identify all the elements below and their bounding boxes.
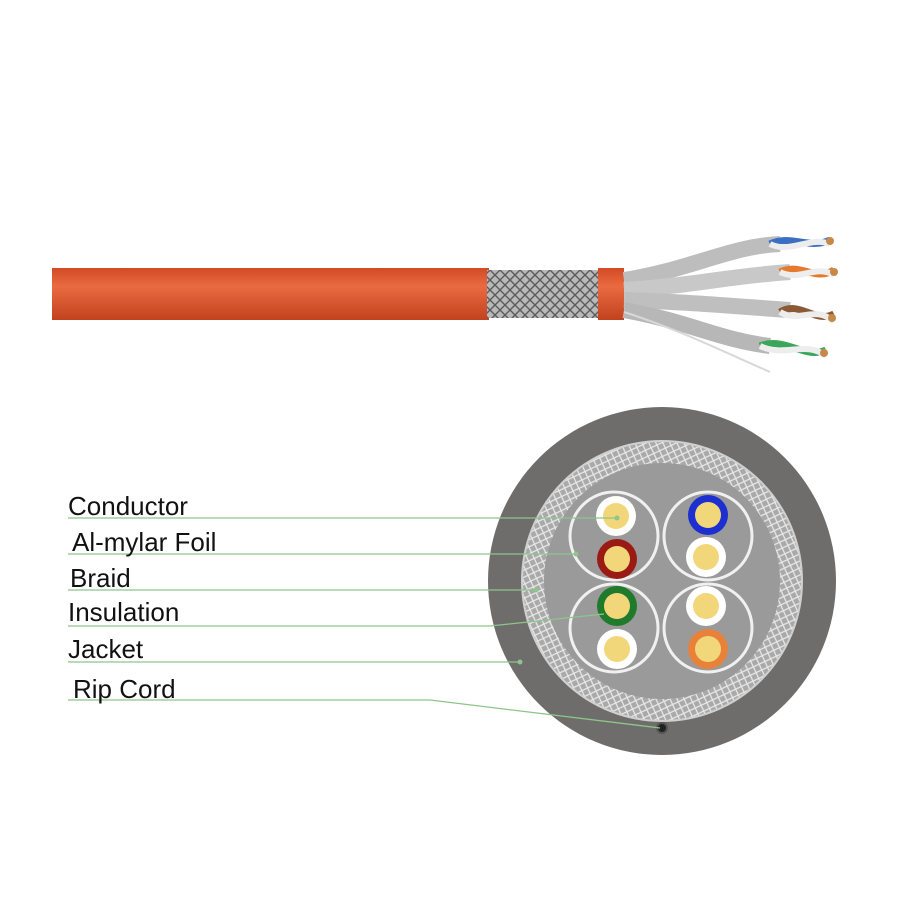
- leader-insulation: [68, 613, 605, 627]
- conductor-4: [693, 544, 719, 570]
- foil-pair-1: [568, 490, 660, 582]
- pair-orange: [778, 265, 838, 279]
- rip-cord-side: [623, 311, 771, 373]
- foil-pair-3: [568, 582, 660, 674]
- label-braid: Braid: [70, 563, 131, 593]
- pair-brown: [778, 305, 837, 325]
- foil-pair-2: [662, 490, 754, 582]
- foil-pairs: [622, 236, 791, 354]
- label-jacket: Jacket: [68, 634, 144, 664]
- core-section: [544, 463, 780, 699]
- conductor-5: [604, 593, 630, 619]
- conductor-7: [693, 593, 719, 619]
- conductor-2: [604, 546, 630, 572]
- braid-shield: [487, 270, 599, 318]
- leader-endpoints: [517, 515, 620, 665]
- conductor-8: [695, 636, 721, 662]
- pair-green: [758, 340, 828, 359]
- leader-rip-cord: [68, 699, 661, 729]
- label-rip-cord: Rip Cord: [73, 674, 176, 704]
- label-insulation: Insulation: [68, 597, 180, 627]
- conductor-6: [604, 636, 630, 662]
- pair-blue: [768, 236, 834, 251]
- label-al-mylar-foil: Al-mylar Foil: [72, 527, 217, 557]
- outer-jacket: [52, 268, 489, 320]
- label-conductor: Conductor: [68, 491, 188, 521]
- cable-side-view: [52, 236, 838, 373]
- braid-inner-line: [521, 440, 803, 722]
- conductor-3: [695, 502, 721, 528]
- cable-cross-section: [488, 407, 836, 755]
- foil-pair-4: [662, 582, 754, 674]
- jacket-ring: [598, 268, 624, 320]
- leader-lines: [68, 517, 661, 729]
